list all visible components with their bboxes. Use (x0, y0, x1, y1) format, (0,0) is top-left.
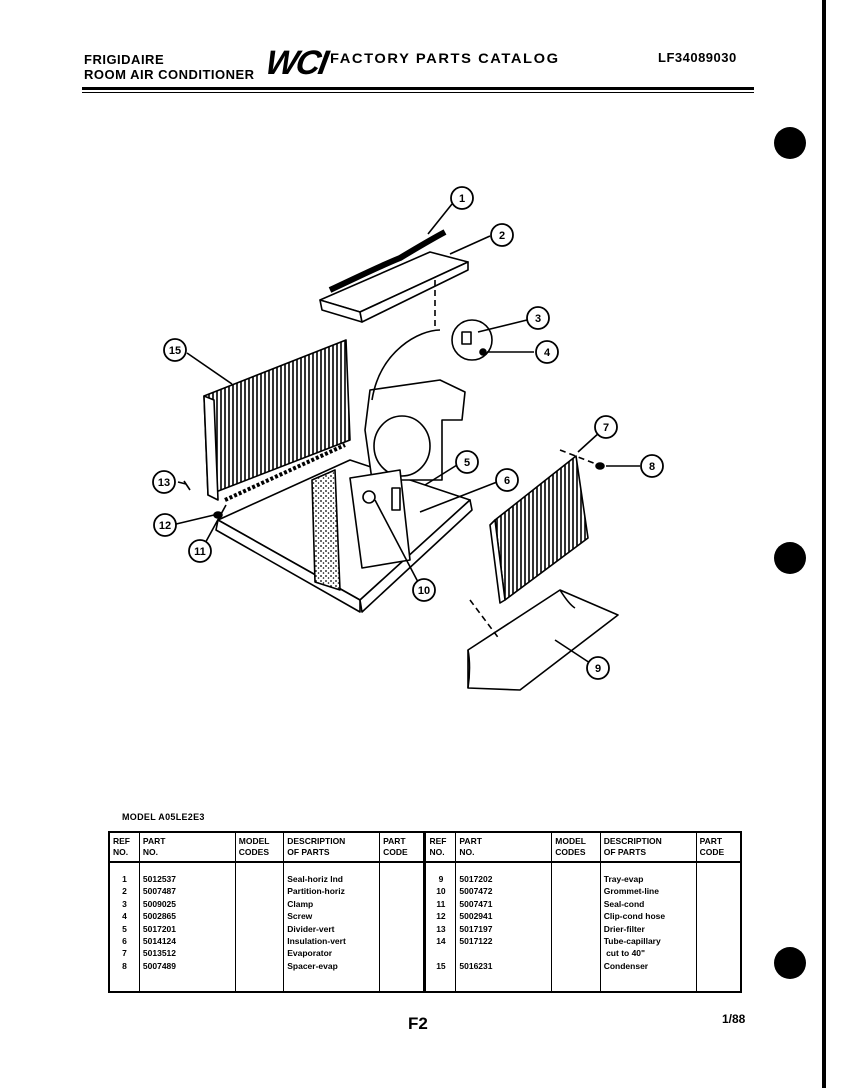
partition-vert-part (364, 329, 466, 481)
page-border-right (822, 0, 826, 1088)
callout-label: 1 (459, 193, 465, 205)
divider-vert-part (349, 469, 411, 569)
base-pan-part (215, 459, 473, 613)
part-list-left: 5012537 5007487 5009025 5002865 5017201 … (138, 862, 236, 992)
table-row: 1 2 3 4 5 6 7 8 5012537 5007487 5009025 … (108, 862, 742, 992)
callout-3 (526, 306, 550, 330)
part-code-left (379, 862, 426, 992)
ref-list-right: 9 10 11 12 13 14 15 (423, 862, 457, 992)
callout-5 (455, 450, 479, 474)
catalog-date: 1/88 (722, 1012, 746, 1026)
exploded-parts-diagram: 1 2 3 4 15 7 8 5 6 13 12 11 10 9 (152, 186, 664, 691)
parts-table: REF NO. PART NO. MODEL CODES DESCRIPTION… (108, 831, 742, 993)
col-ref-no: REF NO. (108, 831, 140, 863)
seal-horiz-part (328, 229, 447, 293)
col-part-code: PART CODE (379, 831, 426, 863)
callout-bubbles (152, 186, 664, 680)
callout-7 (594, 415, 618, 439)
callout-label: 5 (464, 457, 470, 469)
header-rule (82, 87, 754, 90)
col-part-no-right: PART NO. (455, 831, 553, 863)
ref-list-left: 1 2 3 4 5 6 7 8 (108, 862, 140, 992)
table-header-row: REF NO. PART NO. MODEL CODES DESCRIPTION… (108, 831, 742, 863)
col-part-no: PART NO. (138, 831, 236, 863)
callout-9 (586, 656, 610, 680)
model-number: MODEL A05LE2E3 (122, 812, 205, 822)
model-codes-left (234, 862, 285, 992)
punch-hole-top (774, 127, 806, 159)
callout-15 (163, 338, 187, 362)
callout-label: 11 (194, 546, 206, 558)
evaporator-part (489, 455, 589, 604)
callout-label: 7 (603, 422, 609, 434)
callout-6 (495, 468, 519, 492)
callout-label: 2 (499, 230, 505, 242)
brand-line-2: ROOM AIR CONDITIONER (84, 67, 255, 82)
callout-label: 3 (535, 313, 541, 325)
col-description-right: DESCRIPTION OF PARTS (599, 831, 697, 863)
tray-evap-part (467, 589, 619, 691)
col-ref-no-right: REF NO. (423, 831, 457, 863)
col-description: DESCRIPTION OF PARTS (283, 831, 381, 863)
punch-hole-middle (774, 542, 806, 574)
callout-labels: 1 2 3 4 15 7 8 5 6 13 12 11 10 9 (158, 193, 655, 675)
partition-horiz-part (319, 251, 469, 323)
catalog-code: LF34089030 (658, 50, 737, 65)
col-part-code-right: PART CODE (695, 831, 742, 863)
callout-label: 8 (649, 461, 655, 473)
callout-label: 10 (418, 585, 430, 597)
callout-label: 12 (159, 520, 171, 532)
col-model-codes: MODEL CODES (234, 831, 285, 863)
callout-1 (450, 186, 474, 210)
callout-2 (490, 223, 514, 247)
desc-list-left: Seal-horiz lnd Partition-horiz Clamp Scr… (283, 862, 381, 992)
punch-hole-bottom (774, 947, 806, 979)
part-list-right: 5017202 5007472 5007471 5002941 5017197 … (455, 862, 553, 992)
callout-label: 15 (169, 345, 181, 357)
callout-11 (188, 539, 212, 563)
callout-8 (640, 454, 664, 478)
desc-list-right: Tray-evap Grommet-line Seal-cond Clip-co… (599, 862, 697, 992)
brand-line-1: FRIGIDAIRE (84, 52, 165, 67)
callout-12 (153, 513, 177, 537)
callout-4 (535, 340, 559, 364)
callout-13 (152, 470, 176, 494)
insulation-vert-part (311, 469, 341, 591)
model-codes-right (551, 862, 601, 992)
page-number: F2 (408, 1014, 428, 1033)
condenser-part (203, 339, 351, 502)
catalog-title: FACTORY PARTS CATALOG (330, 50, 560, 66)
callout-label: 6 (504, 475, 510, 487)
callout-10 (412, 578, 436, 602)
callout-label: 13 (158, 477, 170, 489)
callout-label: 9 (595, 663, 601, 675)
col-model-codes-right: MODEL CODES (551, 831, 601, 863)
header-rule-thin (82, 92, 754, 93)
part-code-right (695, 862, 742, 992)
callout-label: 4 (544, 347, 551, 359)
